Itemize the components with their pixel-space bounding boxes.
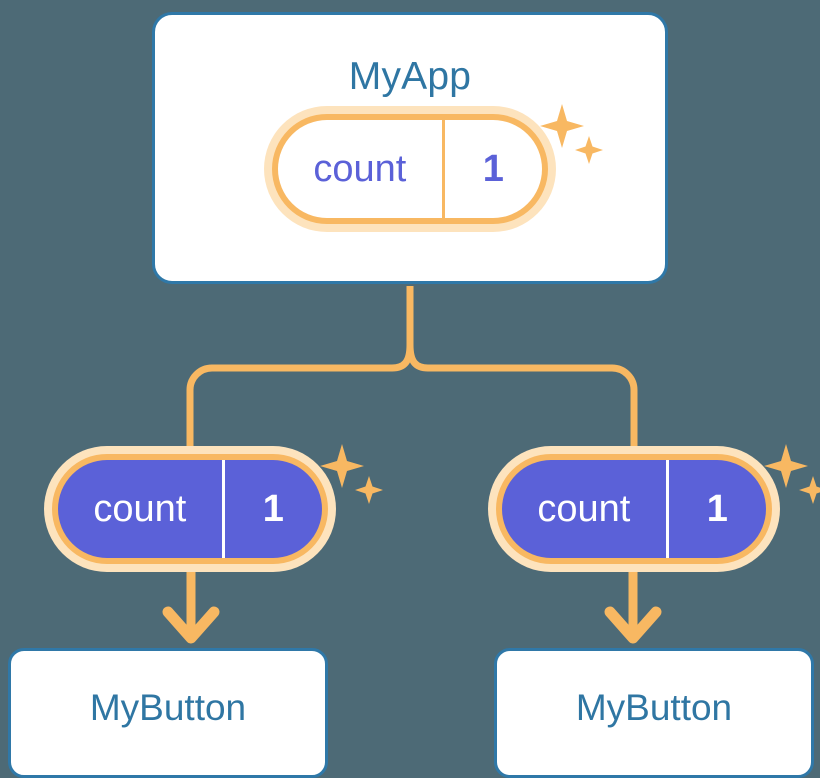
node-label: MyButton <box>89 687 247 728</box>
state-key-label: count <box>537 487 631 530</box>
pill-body: count 1 <box>58 460 322 558</box>
state-value-label: 1 <box>441 120 542 218</box>
connector-junction-flare-mirror <box>406 341 432 372</box>
state-pill-myapp[interactable]: count 1 <box>264 106 556 232</box>
page-title: MyApp <box>348 55 472 98</box>
state-key-label: count <box>93 487 187 530</box>
state-value-label: 1 <box>665 460 766 558</box>
state-pill-right-child[interactable]: count 1 <box>488 446 780 572</box>
node-label: MyButton <box>575 687 733 728</box>
connector-branch-right <box>428 364 638 452</box>
arrow-left-head-icon <box>162 606 220 644</box>
pill-body: count 1 <box>502 460 766 558</box>
state-key-label: count <box>313 147 407 190</box>
node-card-mybutton-right[interactable]: MyButton <box>494 648 814 778</box>
state-pill-left-child[interactable]: count 1 <box>44 446 336 572</box>
state-value-label: 1 <box>221 460 322 558</box>
connector-branch-left <box>186 364 392 452</box>
node-card-mybutton-left[interactable]: MyButton <box>8 648 328 778</box>
pill-body: count 1 <box>278 120 542 218</box>
arrow-right-head-icon <box>604 606 662 644</box>
